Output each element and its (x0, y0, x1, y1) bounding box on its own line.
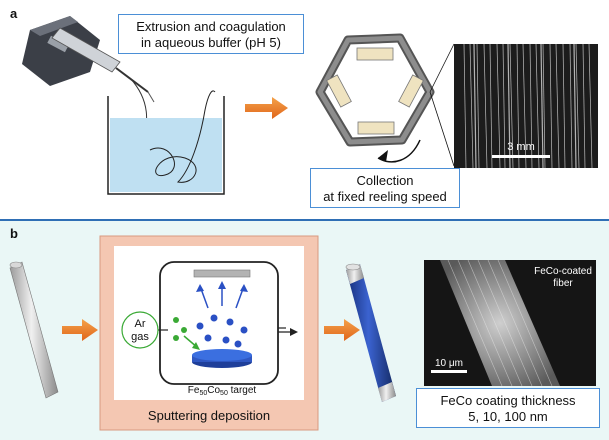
ar-gas-inlet-icon (121, 311, 159, 349)
panel-b-label: b (10, 226, 18, 241)
collection-label-box: Collection at fixed reeling speed (310, 168, 460, 208)
ar-gas-label-line2: gas (131, 331, 149, 343)
chamber-caption: Sputtering deposition (148, 408, 270, 423)
panel-a-label: a (10, 6, 18, 21)
micrograph-scale-label: 3 mm (507, 141, 535, 153)
coated-fiber-icon (345, 263, 396, 402)
coating-thickness-box: FeCo coating thickness 5, 10, 100 nm (416, 388, 600, 428)
sputtering-chamber-panel (99, 235, 319, 431)
syringe-pump-icon (22, 16, 155, 103)
sem-scale-label: 10 μm (435, 358, 463, 369)
reeling-frame-icon (315, 33, 435, 147)
fiber-bundle-micrograph (454, 43, 598, 169)
coating-thickness-line2: 5, 10, 100 nm (468, 409, 548, 424)
coated-fiber-sem-image (424, 259, 596, 387)
process-arrow-b1 (62, 319, 98, 341)
ar-gas-label-line1: Ar (135, 318, 146, 330)
zoom-line-top (429, 43, 455, 93)
process-arrow-b2 (324, 319, 360, 341)
sem-title-line1: FeCo-coated (534, 266, 592, 277)
zoom-line-bottom (429, 91, 455, 167)
process-arrow-a (245, 97, 288, 119)
extrusion-label-line2: in aqueous buffer (pH 5) (141, 35, 281, 50)
rotation-arrowhead (378, 150, 388, 162)
coagulation-bath-icon (107, 90, 225, 195)
coating-thickness-line1: FeCo coating thickness (440, 393, 576, 408)
collection-label-line2: at fixed reeling speed (323, 189, 447, 204)
sem-title-line2: fiber (553, 278, 573, 289)
uncoated-fiber-icon (9, 261, 59, 399)
extrusion-label-box: Extrusion and coagulation in aqueous buf… (118, 14, 304, 54)
collection-label-line1: Collection (356, 173, 414, 188)
panel-divider (0, 219, 609, 221)
extrusion-label-line1: Extrusion and coagulation (136, 19, 286, 34)
